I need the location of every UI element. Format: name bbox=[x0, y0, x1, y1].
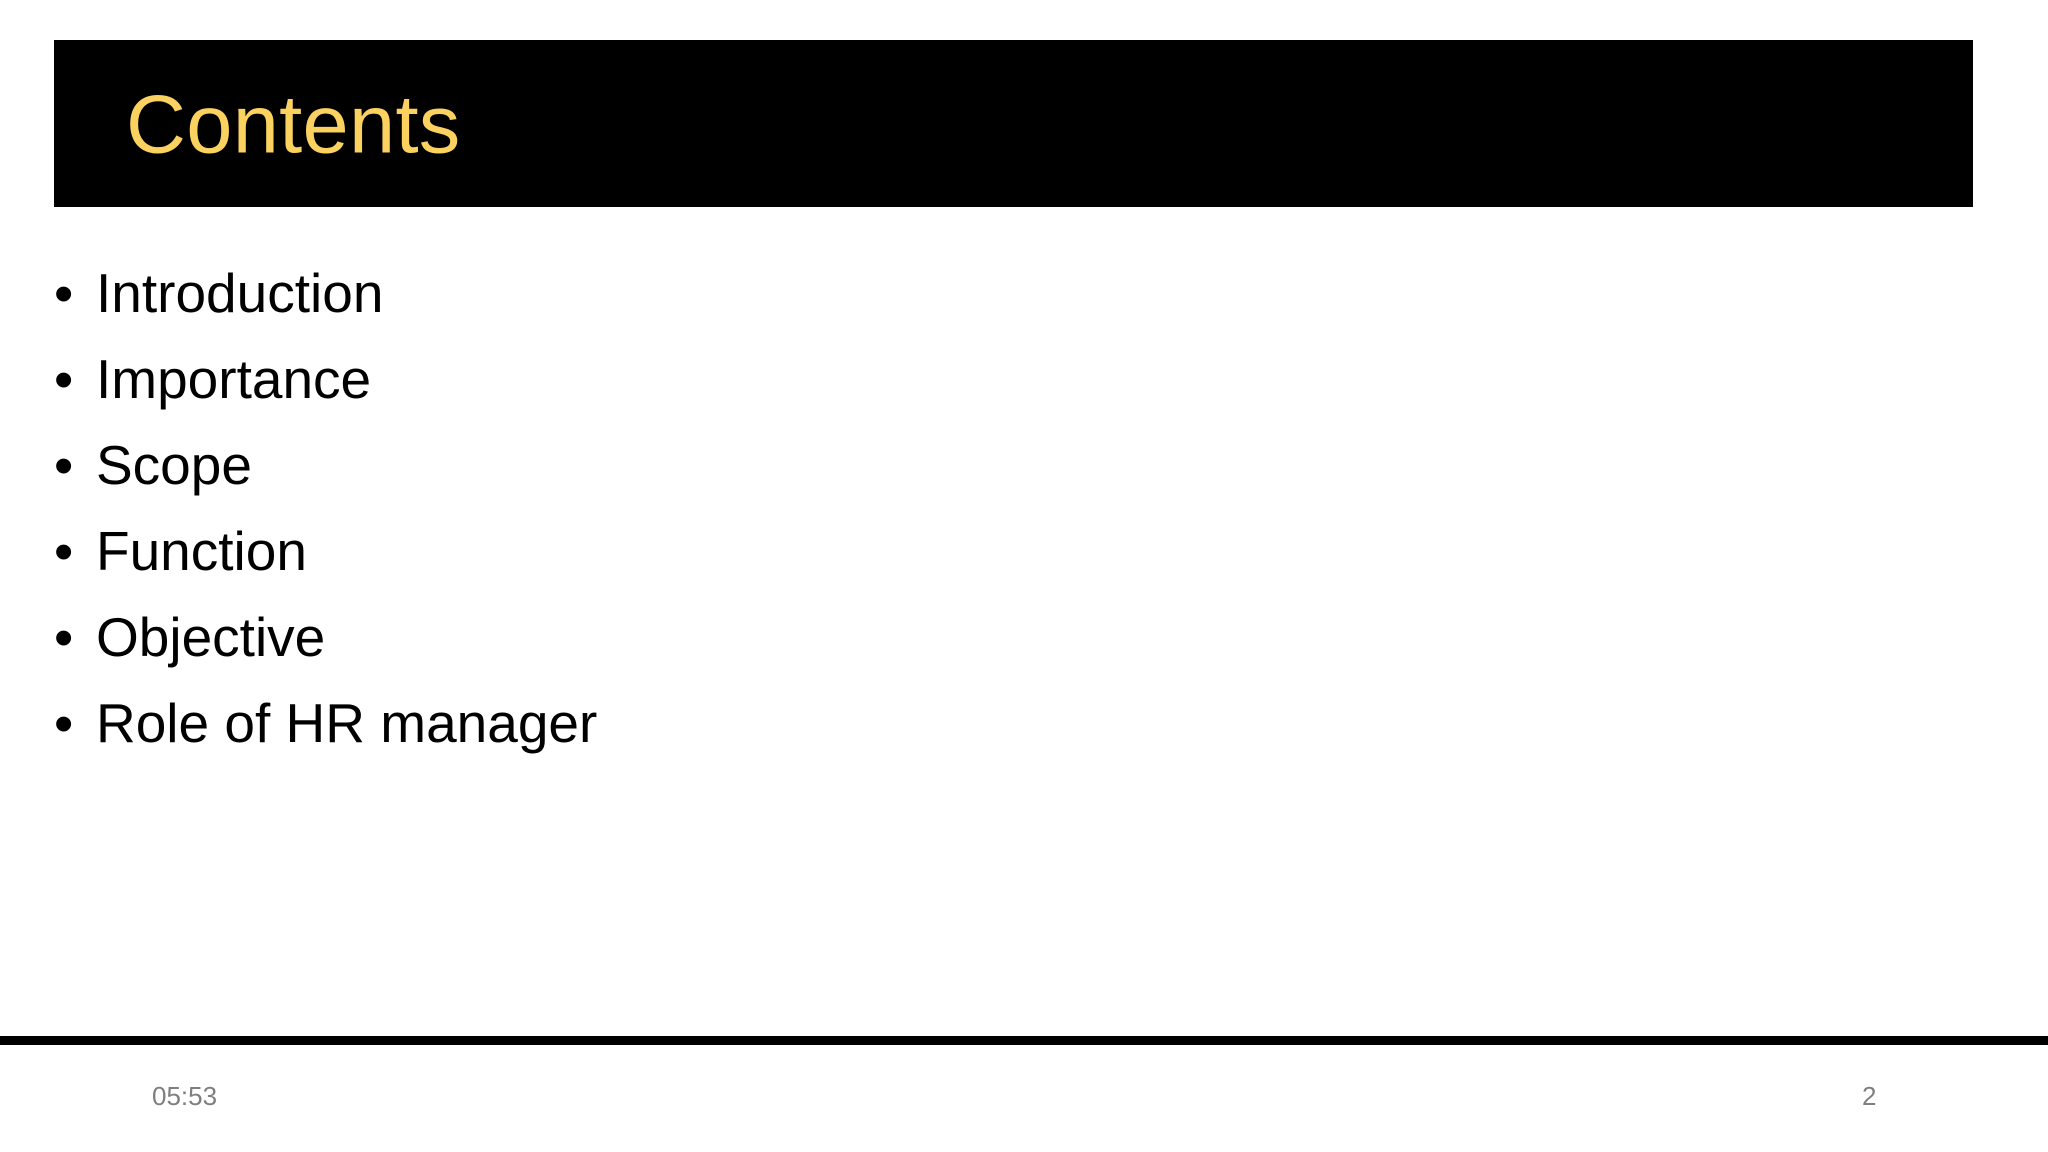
list-item-label: Role of HR manager bbox=[96, 692, 598, 754]
footer-divider bbox=[0, 1036, 2048, 1045]
list-item-label: Introduction bbox=[96, 262, 384, 324]
list-item[interactable]: • Objective bbox=[54, 594, 1754, 680]
footer-page-number: 2 bbox=[1862, 1081, 1877, 1111]
contents-bullet-list: • Introduction • Importance • Scope • Fu… bbox=[54, 250, 1754, 766]
bullet-point-icon: • bbox=[54, 520, 74, 582]
slide-title-band: Contents bbox=[54, 40, 1973, 207]
list-item-label: Objective bbox=[96, 606, 326, 668]
bullet-point-icon: • bbox=[54, 348, 74, 410]
list-item[interactable]: • Role of HR manager bbox=[54, 680, 1754, 766]
list-item[interactable]: • Introduction bbox=[54, 250, 1754, 336]
list-item[interactable]: • Importance bbox=[54, 336, 1754, 422]
bullet-point-icon: • bbox=[54, 262, 74, 324]
bullet-point-icon: • bbox=[54, 434, 74, 496]
list-item[interactable]: • Scope bbox=[54, 422, 1754, 508]
footer-time: 05:53 bbox=[152, 1081, 218, 1111]
page-title: Contents bbox=[126, 77, 461, 170]
bullet-point-icon: • bbox=[54, 606, 74, 668]
bullet-point-icon: • bbox=[54, 692, 74, 754]
list-item-label: Function bbox=[96, 520, 307, 582]
list-item[interactable]: • Function bbox=[54, 508, 1754, 594]
list-item-label: Scope bbox=[96, 434, 252, 496]
list-item-label: Importance bbox=[96, 348, 372, 410]
